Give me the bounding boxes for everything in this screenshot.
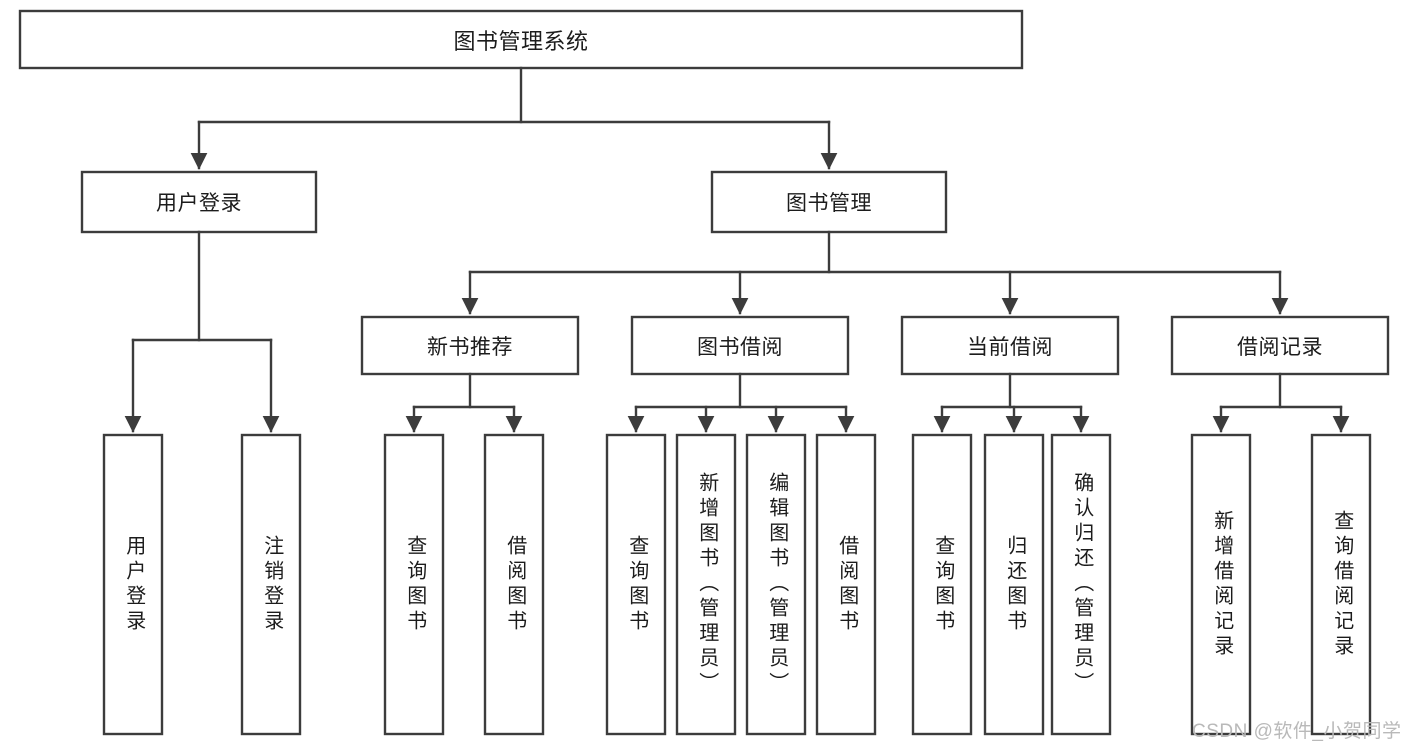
node-box-leaf-borrow-book-recommend[interactable] bbox=[483, 433, 545, 736]
node-box-leaf-user-login[interactable] bbox=[102, 433, 164, 736]
node-box-leaf-confirm-return[interactable] bbox=[1050, 433, 1112, 736]
node-box-leaf-query-book-current[interactable] bbox=[911, 433, 973, 736]
node-box-user-login[interactable] bbox=[80, 170, 318, 234]
node-box-leaf-borrow-book[interactable] bbox=[815, 433, 877, 736]
node-box-leaf-add-borrow-record[interactable] bbox=[1190, 433, 1252, 736]
node-box-book-manage[interactable] bbox=[710, 170, 948, 234]
node-box-leaf-query-book-borrow[interactable] bbox=[605, 433, 667, 736]
node-box-new-book-recommend[interactable] bbox=[360, 315, 580, 376]
node-box-leaf-return-book[interactable] bbox=[983, 433, 1045, 736]
node-box-book-borrow[interactable] bbox=[630, 315, 850, 376]
csdn-watermark: CSDN @软件_小贺同学 bbox=[1192, 721, 1402, 742]
node-box-leaf-add-book[interactable] bbox=[675, 433, 737, 736]
node-box-leaf-edit-book[interactable] bbox=[745, 433, 807, 736]
node-box-leaf-logout[interactable] bbox=[240, 433, 302, 736]
node-box-leaf-query-book-recommend[interactable] bbox=[383, 433, 445, 736]
node-box-current-borrow[interactable] bbox=[900, 315, 1120, 376]
node-box-borrow-record[interactable] bbox=[1170, 315, 1390, 376]
node-box-leaf-query-borrow-record[interactable] bbox=[1310, 433, 1372, 736]
node-box-root[interactable] bbox=[18, 9, 1024, 70]
